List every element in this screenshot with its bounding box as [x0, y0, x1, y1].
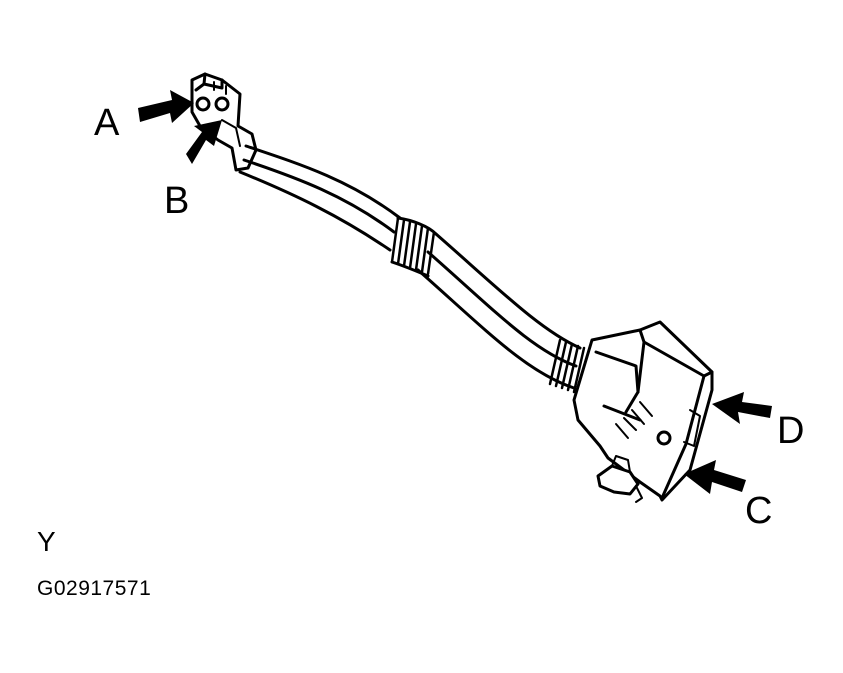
corrugated-sleeve [390, 216, 438, 278]
connector-boot-sleeve [548, 338, 586, 394]
callout-label-c: C [745, 490, 773, 532]
callout-label-a: A [94, 102, 120, 144]
wire-bundle [238, 144, 582, 390]
arrow-d [712, 392, 772, 424]
small-connector [190, 72, 258, 172]
figure-code: G02917571 [37, 577, 152, 600]
arrow-c [684, 460, 746, 494]
view-letter: Y [37, 526, 56, 557]
callout-label-d: D [777, 410, 805, 452]
arrow-b [186, 120, 222, 164]
large-connector [572, 320, 714, 503]
arrow-a [138, 90, 194, 123]
callout-label-b: B [164, 180, 190, 222]
